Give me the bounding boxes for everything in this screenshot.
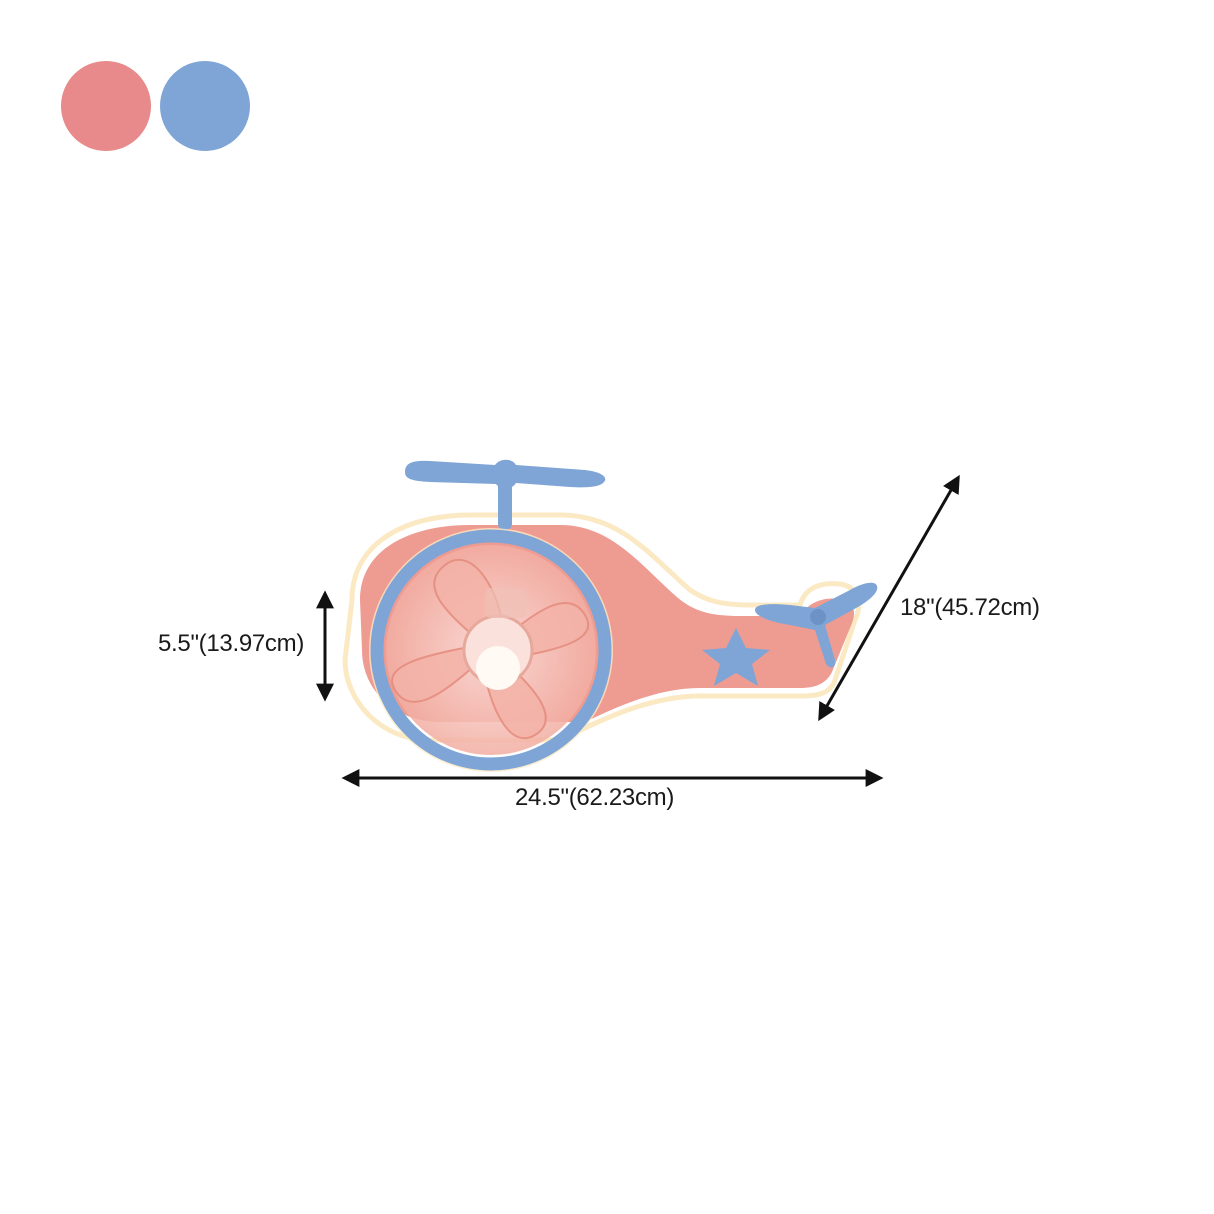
width-dimension-label: 24.5"(62.23cm) — [515, 784, 675, 811]
rotor-mast — [498, 478, 512, 530]
fan-ring — [370, 529, 612, 771]
depth-dimension-label: 18"(45.72cm) — [900, 594, 1040, 621]
light-bulb — [476, 646, 520, 690]
helicopter-fan-illustration — [342, 459, 878, 772]
color-swatch-pink[interactable] — [61, 61, 151, 151]
depth-arrow — [818, 474, 960, 722]
star-icon — [702, 628, 770, 686]
color-swatch-blue[interactable] — [160, 61, 250, 151]
top-rotor — [405, 459, 606, 489]
height-dimension-label: 5.5"(13.97cm) — [158, 630, 305, 657]
